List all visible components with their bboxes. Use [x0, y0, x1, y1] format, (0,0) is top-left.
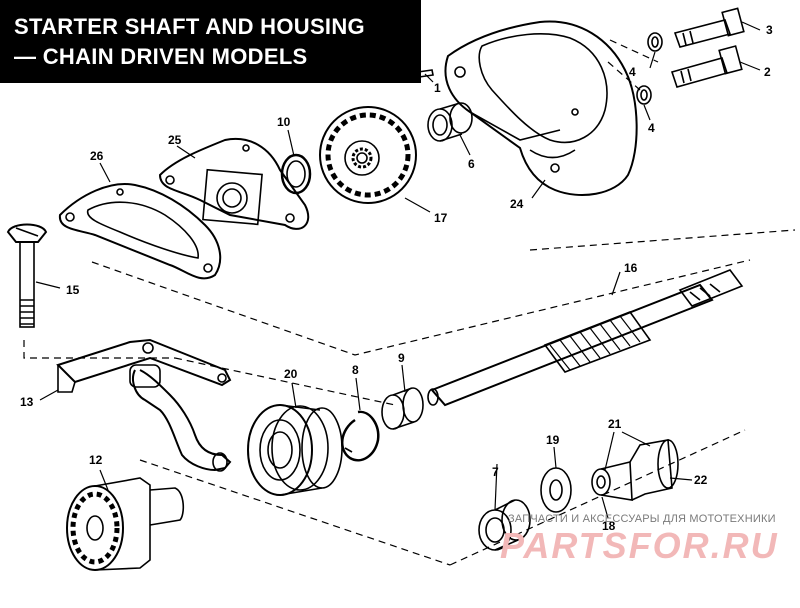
screw-part-15: [6, 223, 48, 328]
starter-housing-part-24: [444, 20, 638, 196]
o-ring-part-10: [280, 153, 312, 195]
housing-plate-part-25: [158, 137, 310, 230]
callout-8: 8: [352, 363, 359, 377]
callout-6: 6: [468, 157, 475, 171]
watermark-tagline: ЗАПЧАСТИ И АКСЕССУАРЫ ДЛЯ МОТОТЕХНИКИ: [508, 513, 776, 525]
callout-15: 15: [66, 283, 80, 297]
pulley-part-20: [247, 404, 343, 496]
callout-9: 9: [398, 351, 405, 365]
callout-22: 22: [694, 473, 708, 487]
callout-20: 20: [284, 367, 298, 381]
callout-leader-lines: [35, 21, 761, 519]
callout-25: 25: [168, 133, 182, 147]
lockwasher-lower-part-4: [636, 85, 652, 105]
title-line-1: STARTER SHAFT AND HOUSING: [14, 14, 365, 39]
stop-assembly-part-21: [591, 439, 679, 501]
callout-26: 26: [90, 149, 104, 163]
callout-1: 1: [434, 81, 441, 95]
callout-17: 17: [434, 211, 448, 225]
callout-24: 24: [510, 197, 524, 211]
starter-shaft-part-16: [427, 269, 744, 407]
shifter-fork-part-13: [56, 338, 232, 472]
bolt-part-2: [670, 45, 743, 88]
callout-4-upper: 4: [629, 65, 636, 79]
callout-7: 7: [492, 465, 499, 479]
callout-16: 16: [624, 261, 638, 275]
callout-3: 3: [766, 23, 773, 37]
bushing-part-6: [427, 102, 473, 142]
bolt-part-3: [673, 7, 745, 48]
diagram-title-box: STARTER SHAFT AND HOUSING — CHAIN DRIVEN…: [0, 0, 421, 83]
pinion-gear-part-12: [66, 477, 185, 571]
callout-4-lower: 4: [648, 121, 655, 135]
callout-21: 21: [608, 417, 622, 431]
callout-numbers: 1 2 3 4 4 6 7 8 9 10 12 13 15 16 17 18 1…: [20, 23, 773, 533]
callout-12: 12: [89, 453, 103, 467]
callout-10: 10: [277, 115, 291, 129]
bushing-part-9: [381, 387, 424, 430]
callout-19: 19: [546, 433, 560, 447]
bushing-part-7: [478, 499, 531, 551]
sprocket-part-17: [319, 106, 417, 204]
callout-2: 2: [764, 65, 771, 79]
retaining-ring-part-8: [341, 410, 380, 462]
washer-part-19: [540, 467, 572, 513]
callout-13: 13: [20, 395, 34, 409]
assembly-center-lines: [23, 39, 796, 566]
gasket-part-26: [58, 183, 222, 280]
watermark-logo: PARTSFOR.RU: [500, 525, 779, 566]
callout-18: 18: [602, 519, 616, 533]
title-line-2: — CHAIN DRIVEN MODELS: [14, 44, 308, 69]
lockwasher-upper-part-4: [647, 32, 663, 52]
